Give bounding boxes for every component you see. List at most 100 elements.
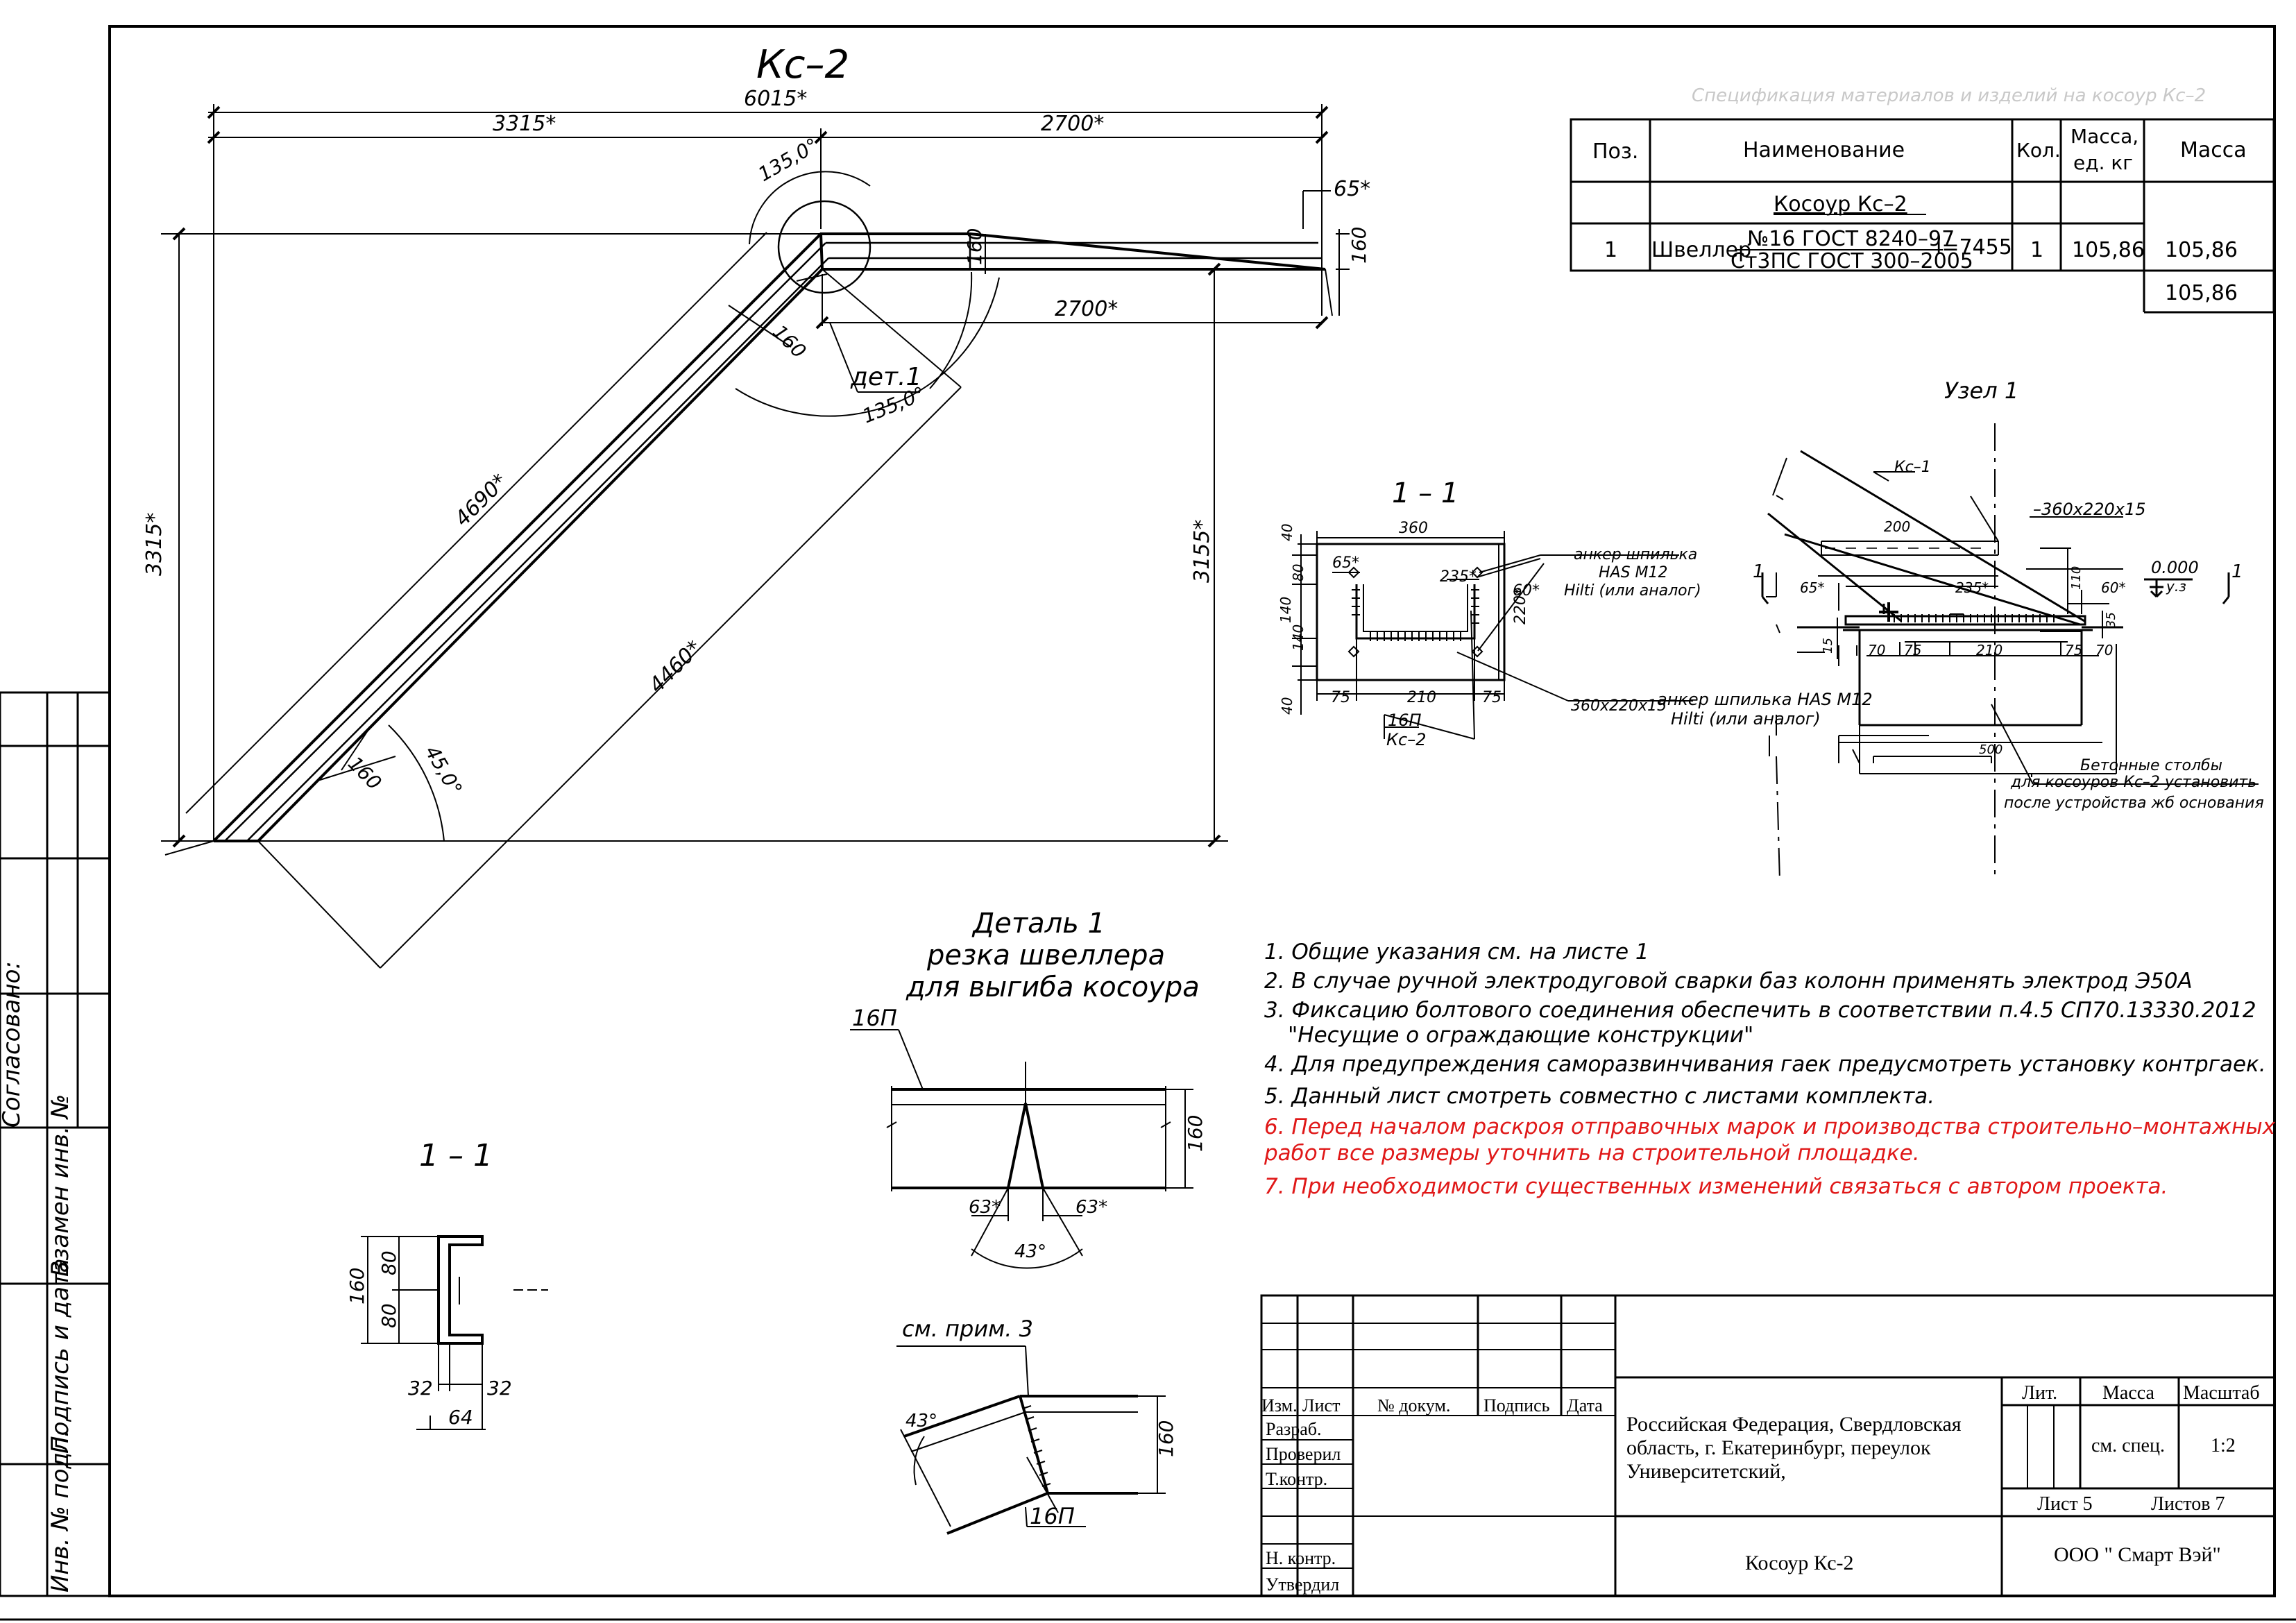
plate-anchor-1: анкер шпилька xyxy=(1574,546,1697,563)
node-d60: 60* xyxy=(2101,579,2125,596)
detail-title-1: Деталь 1 xyxy=(971,908,1105,940)
spec-row-qty: 1 xyxy=(2030,238,2043,262)
node-level: 0.000 xyxy=(2151,558,2199,577)
detail-title-2: резка швеллера xyxy=(926,940,1165,971)
note-line: 3. Фиксацию болтового соединения обеспеч… xyxy=(1264,998,2256,1023)
tb-tkontr: Т.контр. xyxy=(1266,1469,1327,1489)
note-line: 7. При необходимости существенных измене… xyxy=(1264,1174,2168,1199)
plate-b75b: 75 xyxy=(1482,689,1502,706)
note-line: 1. Общие указания см. на листе 1 xyxy=(1264,940,1649,965)
node-d15: 15 xyxy=(1821,638,1835,654)
channel-b64: 64 xyxy=(448,1406,473,1429)
tb-massa-val: см. спец. xyxy=(2091,1435,2165,1456)
side-stamp: Согласовано: Взамен инв. № Подпись и дат… xyxy=(0,691,111,1597)
detail-cut-r: 63* xyxy=(1075,1197,1107,1218)
weld-hatch xyxy=(1352,589,1479,641)
node-b70b: 70 xyxy=(2095,642,2113,658)
replace-inv-label: Взамен инв. № xyxy=(46,1094,74,1277)
angle-low: 45,0° xyxy=(420,742,467,799)
node-d65: 65* xyxy=(1800,579,1824,596)
tb-lit: Лит. xyxy=(2022,1382,2057,1404)
spec-h-mass-unit-2: ед. кг xyxy=(2073,151,2133,174)
node-plate: –360х220х15 xyxy=(2033,500,2146,519)
tb-scale-val: 1:2 xyxy=(2211,1435,2236,1456)
node-d500: 500 xyxy=(1979,742,2002,757)
node-cut-1: 1 xyxy=(1753,561,1764,582)
plate-v40a: 40 xyxy=(1279,524,1295,541)
node-anchor-2: Hilti (или аналог) xyxy=(1671,709,1821,729)
detail-angle: 43° xyxy=(1014,1241,1046,1262)
main-title: Кс–2 xyxy=(756,42,849,87)
note-line: 6. Перед началом раскроя отправочных мар… xyxy=(1264,1114,2276,1139)
dim-end: 65* xyxy=(1334,177,1370,201)
detail-h: 160 xyxy=(1184,1115,1207,1152)
tb-location-3: Университетский, xyxy=(1626,1460,1786,1483)
spec-row-name2: Ст3ПС ГОСТ 300–2005 xyxy=(1730,249,1973,273)
tb-location-1: Российская Федерация, Свердловская xyxy=(1626,1413,1962,1436)
tb-list: Лист xyxy=(1302,1395,1340,1416)
tb-utverdil: Утвердил xyxy=(1266,1574,1339,1595)
node-weld xyxy=(1894,614,2055,622)
note-line: 4. Для предупреждения саморазвинчивания … xyxy=(1264,1052,2266,1077)
note-line: работ все размеры уточнить на строительн… xyxy=(1264,1141,1920,1166)
node-note-1: Бетонные столбы xyxy=(2080,757,2222,774)
plate-anchor-3: Hilti (или аналог) xyxy=(1564,582,1701,600)
spec-row-mass: 105,86 xyxy=(2165,238,2238,262)
angle-top: 135,0° xyxy=(754,133,822,186)
plate-anchor-2: HAS M12 xyxy=(1599,564,1668,581)
title-block: Изм. Лист № докум. Подпись Дата Разраб. … xyxy=(1260,1294,2276,1597)
spec-row-length: l=7455 xyxy=(1936,235,2012,260)
plate-profile-a: 16П xyxy=(1388,711,1422,730)
spec-row-unit-mass: 105,86 xyxy=(2072,238,2145,262)
node-b70a: 70 xyxy=(1868,642,1885,658)
detail-title-3: для выгиба косоура xyxy=(905,971,1200,1003)
tb-sign: Подпись xyxy=(1483,1395,1550,1416)
channel-profile xyxy=(437,1235,484,1345)
spec-h-mass: Масса xyxy=(2180,138,2247,162)
dim-diag-lower: 4460* xyxy=(645,636,706,697)
dim-total: 6015* xyxy=(744,87,807,111)
node-note-2: для косоуров Кс–2 установить xyxy=(2010,774,2256,791)
tb-doc: № докум. xyxy=(1377,1395,1450,1416)
detail-profile2: 16П xyxy=(1030,1503,1075,1529)
node-b210: 210 xyxy=(1976,642,2002,658)
plate-b75a: 75 xyxy=(1331,689,1350,706)
stringer-view: Кс–2 xyxy=(142,42,1370,969)
node-anchor-1: анкер шпилька HAS M12 xyxy=(1657,690,1873,709)
tb-razrab: Разраб. xyxy=(1266,1419,1322,1439)
channel-h80b: 80 xyxy=(377,1303,400,1328)
stringer-dimensions xyxy=(161,104,1350,969)
tb-company: ООО " Смарт Вэй" xyxy=(2054,1543,2221,1566)
channel-h80a: 80 xyxy=(377,1250,400,1275)
general-notes: 1. Общие указания см. на листе 1 2. В слу… xyxy=(1264,940,2276,1199)
plate-d60: 60* xyxy=(1513,582,1540,600)
channel-b32a: 32 xyxy=(408,1377,433,1400)
plate-d220: 220* xyxy=(1512,588,1529,624)
detail-note-ref: см. прим. 3 xyxy=(902,1316,1033,1342)
plate-d65: 65* xyxy=(1332,554,1359,572)
plate-v140b: 140 xyxy=(1290,624,1307,651)
detail-1: Деталь 1 резка швеллера для выгиба косоу… xyxy=(850,908,1207,1535)
note-line: 2. В случае ручной электродуговой сварки… xyxy=(1264,969,2193,994)
detail-angle2: 43° xyxy=(905,1411,937,1431)
cut-markers xyxy=(1761,572,2230,604)
channel-section-title: 1 – 1 xyxy=(419,1138,493,1173)
tb-izm: Изм. xyxy=(1261,1395,1298,1416)
tb-massa: Масса xyxy=(2102,1382,2155,1404)
channel-section: 1 – 1 160 80 80 32 32 64 xyxy=(346,1138,548,1430)
plate-profile-b: Кс–2 xyxy=(1386,730,1427,749)
stringer-outline xyxy=(212,232,1326,842)
node-b75a: 75 xyxy=(1904,642,1921,658)
node-level-sub: у.з xyxy=(2166,578,2186,595)
agreed-label: Согласовано: xyxy=(0,961,26,1128)
dim-diag-upper: 4690* xyxy=(450,469,512,531)
spec-h-mass-unit-1: Масса, xyxy=(2070,125,2138,148)
base-plate xyxy=(1316,543,1506,681)
tb-nkontr: Н. контр. xyxy=(1266,1548,1336,1568)
node-title: Узел 1 xyxy=(1944,377,2018,404)
dim-right: 2700* xyxy=(1041,112,1104,136)
node-d110: 110 xyxy=(2069,566,2084,590)
spec-group: Косоур Кс–2 xyxy=(1774,192,1907,216)
spec-total: 105,86 xyxy=(2165,281,2238,305)
